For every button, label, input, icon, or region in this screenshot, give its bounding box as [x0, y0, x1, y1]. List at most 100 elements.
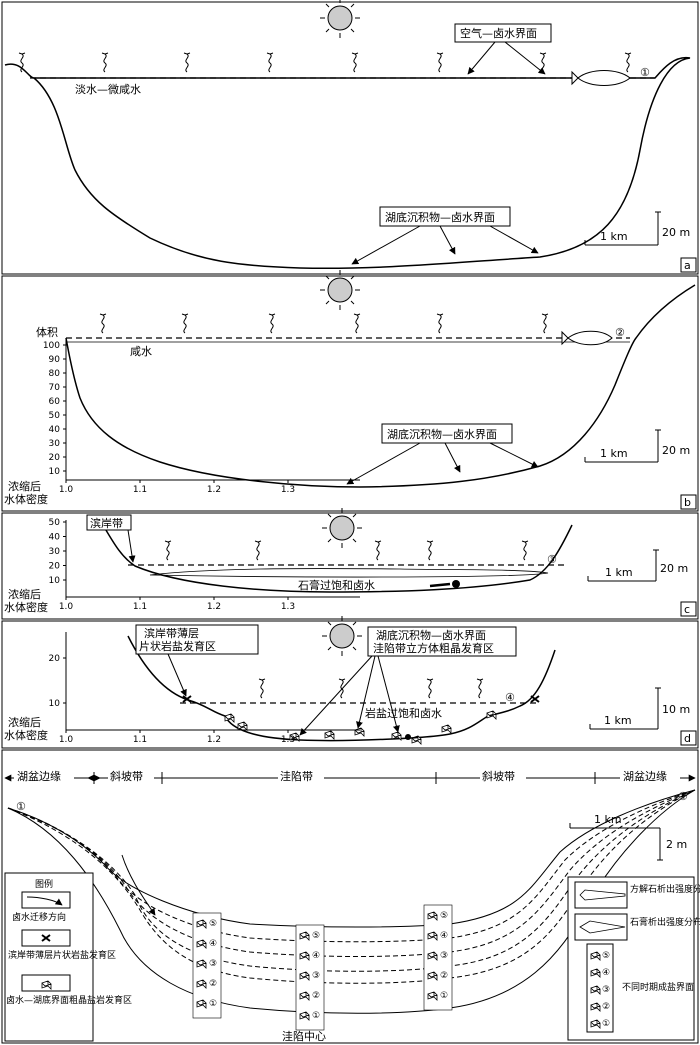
x-tick-label: 1.0	[59, 485, 74, 495]
circled-number: ①	[16, 800, 26, 813]
scale-bar: 1 km 20 m	[584, 429, 690, 463]
zone-label: 斜坡带	[482, 770, 515, 783]
y-tick-label: 70	[49, 383, 61, 393]
panel-e: 湖盆边缘 斜坡带 洼陷带 斜坡带 湖盆边缘 ① ① ⑤④③②①⑤④③②①⑤④③②…	[1, 749, 700, 1044]
gypsum-lens	[149, 568, 549, 578]
x-tick-label: 1.2	[207, 735, 221, 745]
halite-flake-icons	[182, 695, 540, 703]
bottom-interface-label: 湖底沉积物—卤水界面	[376, 628, 486, 642]
x-tick-label: 1.1	[133, 485, 147, 495]
bottom-interface-label-box	[367, 626, 517, 657]
legend-item: 方解石析出强度分布	[630, 883, 700, 895]
x-tick-label: 1.3	[281, 735, 295, 745]
panel-e-frame	[1, 749, 699, 1044]
axis-label: 浓缩后	[8, 716, 41, 729]
svg-text:10 m: 10 m	[662, 703, 690, 716]
volume-label: 体积	[36, 325, 58, 339]
legend-item: 卤水迁移方向	[12, 911, 66, 923]
period-number: ④	[209, 939, 217, 949]
fish-icon	[561, 330, 613, 346]
x-tick-label: 1.0	[59, 602, 74, 612]
period-number: ②	[209, 979, 217, 989]
shore-label-box	[135, 624, 259, 655]
brine-label: 岩盐过饱和卤水	[365, 706, 442, 720]
evaporation-icons	[99, 313, 549, 334]
period-number: ②	[440, 971, 448, 981]
panel-letter: a	[684, 259, 691, 272]
axis-label: 水体密度	[4, 600, 48, 614]
evaporation-icons	[164, 540, 529, 561]
zone-label: 洼陷带	[280, 769, 313, 783]
period-number: ⑤	[209, 919, 217, 929]
circled-number: ①	[640, 66, 650, 79]
sun-icon	[321, 615, 363, 657]
water-label: 淡水—微咸水	[75, 82, 141, 96]
period-number: ③	[440, 951, 448, 961]
air-brine-label: 空气—卤水界面	[460, 26, 537, 40]
y-tick-label: 30	[49, 547, 61, 557]
period-number: ①	[602, 1019, 610, 1029]
legend-item: 卤水—湖底界面粗晶盐岩发育区	[6, 994, 132, 1006]
evaporation-icons	[258, 678, 484, 699]
x-tick-label: 1.1	[133, 735, 147, 745]
brine-flow-icon	[405, 734, 411, 740]
circled-number: ③	[547, 553, 557, 566]
x-tick-label: 1.2	[207, 602, 221, 612]
x-tick-label: 1.0	[59, 735, 74, 745]
bottom-interface-label-box	[381, 423, 513, 444]
period-number: ①	[312, 1011, 320, 1021]
period-number: ③	[209, 959, 217, 969]
period-number: ②	[602, 1002, 610, 1012]
svg-text:1 km: 1 km	[600, 447, 628, 460]
water-label: 咸水	[130, 345, 152, 358]
y-tick-label: 20	[49, 562, 61, 572]
y-tick-label: 30	[49, 439, 61, 449]
panel-d: ④ 滨岸带薄层 片状岩盐发育区 湖底沉积物—卤水界面 洼陷带立方体粗晶发育区 岩…	[1, 615, 699, 749]
brine-flow-icon	[429, 580, 460, 588]
panel-letter: d	[684, 732, 691, 745]
period-number: ④	[440, 931, 448, 941]
y-tick-label: 50	[49, 518, 61, 528]
panel-a-frame	[1, 1, 699, 275]
panel-c-frame	[1, 512, 699, 620]
period-number: ②	[312, 991, 320, 1001]
y-tick-label: 100	[43, 341, 60, 351]
axis-label: 水体密度	[4, 492, 48, 506]
zone-bar: 湖盆边缘 斜坡带 洼陷带 斜坡带 湖盆边缘	[4, 768, 696, 784]
svg-text:1 km: 1 km	[600, 230, 628, 243]
svg-text:20 m: 20 m	[662, 226, 690, 239]
x-tick-label: 1.2	[207, 485, 221, 495]
y-tick-label: 40	[49, 533, 61, 543]
y-tick-label: 90	[49, 355, 61, 365]
svg-text:1 km: 1 km	[594, 813, 622, 826]
legend-left: 图例 卤水迁移方向 滨岸带薄层片状岩盐发育区 卤水—湖底界面粗晶盐岩发育区	[4, 872, 132, 1042]
legend-item: 不同时期成盐界面	[622, 981, 694, 993]
axis-label: 水体密度	[4, 728, 48, 742]
bottom-interface-label: 湖底沉积物—卤水界面	[385, 210, 495, 224]
bottom-interface-label-box	[379, 206, 511, 227]
axis-label: 浓缩后	[8, 588, 41, 601]
brine-label: 石膏过饱和卤水	[298, 578, 375, 592]
axis-label: 浓缩后	[8, 480, 41, 493]
bottom-interface-label: 洼陷带立方体粗晶发育区	[373, 641, 494, 655]
scale-bar: 1 km 10 m	[589, 687, 690, 730]
zone-label: 湖盆边缘	[17, 769, 61, 783]
legend-item: 石膏析出强度分布	[630, 916, 700, 928]
period-number: ⑤	[312, 931, 320, 941]
circled-number: ④	[505, 691, 515, 704]
sun-icon	[319, 0, 361, 39]
shore-label-box	[86, 514, 132, 531]
zone-label: 湖盆边缘	[623, 769, 667, 783]
svg-text:1 km: 1 km	[604, 714, 632, 727]
period-number: ④	[602, 968, 610, 978]
scale-bar: 1 km 20 m	[587, 549, 688, 582]
x-tick-label: 1.1	[133, 602, 147, 612]
